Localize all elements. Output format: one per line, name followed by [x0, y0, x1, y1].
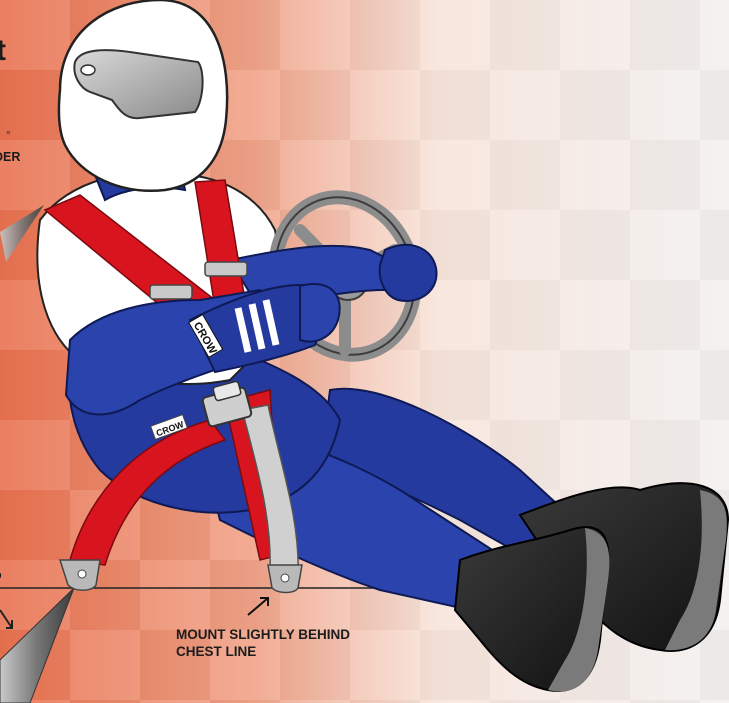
visor-pivot	[81, 65, 95, 75]
shoulder-adjuster-right	[205, 262, 247, 276]
mount-eyelet-left-hole	[78, 570, 86, 578]
lap-label-fragment: o	[0, 568, 2, 582]
glove-back	[380, 245, 437, 301]
shoulder-adjuster-left	[150, 285, 192, 299]
heading-fragment: t	[0, 36, 6, 66]
mount-eyelet-right-hole	[281, 574, 289, 582]
mount-callout-line2: CHEST LINE	[176, 643, 350, 660]
mount-callout-line1: MOUNT SLIGHTLY BEHIND	[176, 626, 350, 643]
shoulder-label-fragment: DER	[0, 150, 20, 164]
mount-callout: MOUNT SLIGHTLY BEHIND CHEST LINE	[176, 626, 350, 660]
degree-fragment: °	[6, 128, 11, 142]
